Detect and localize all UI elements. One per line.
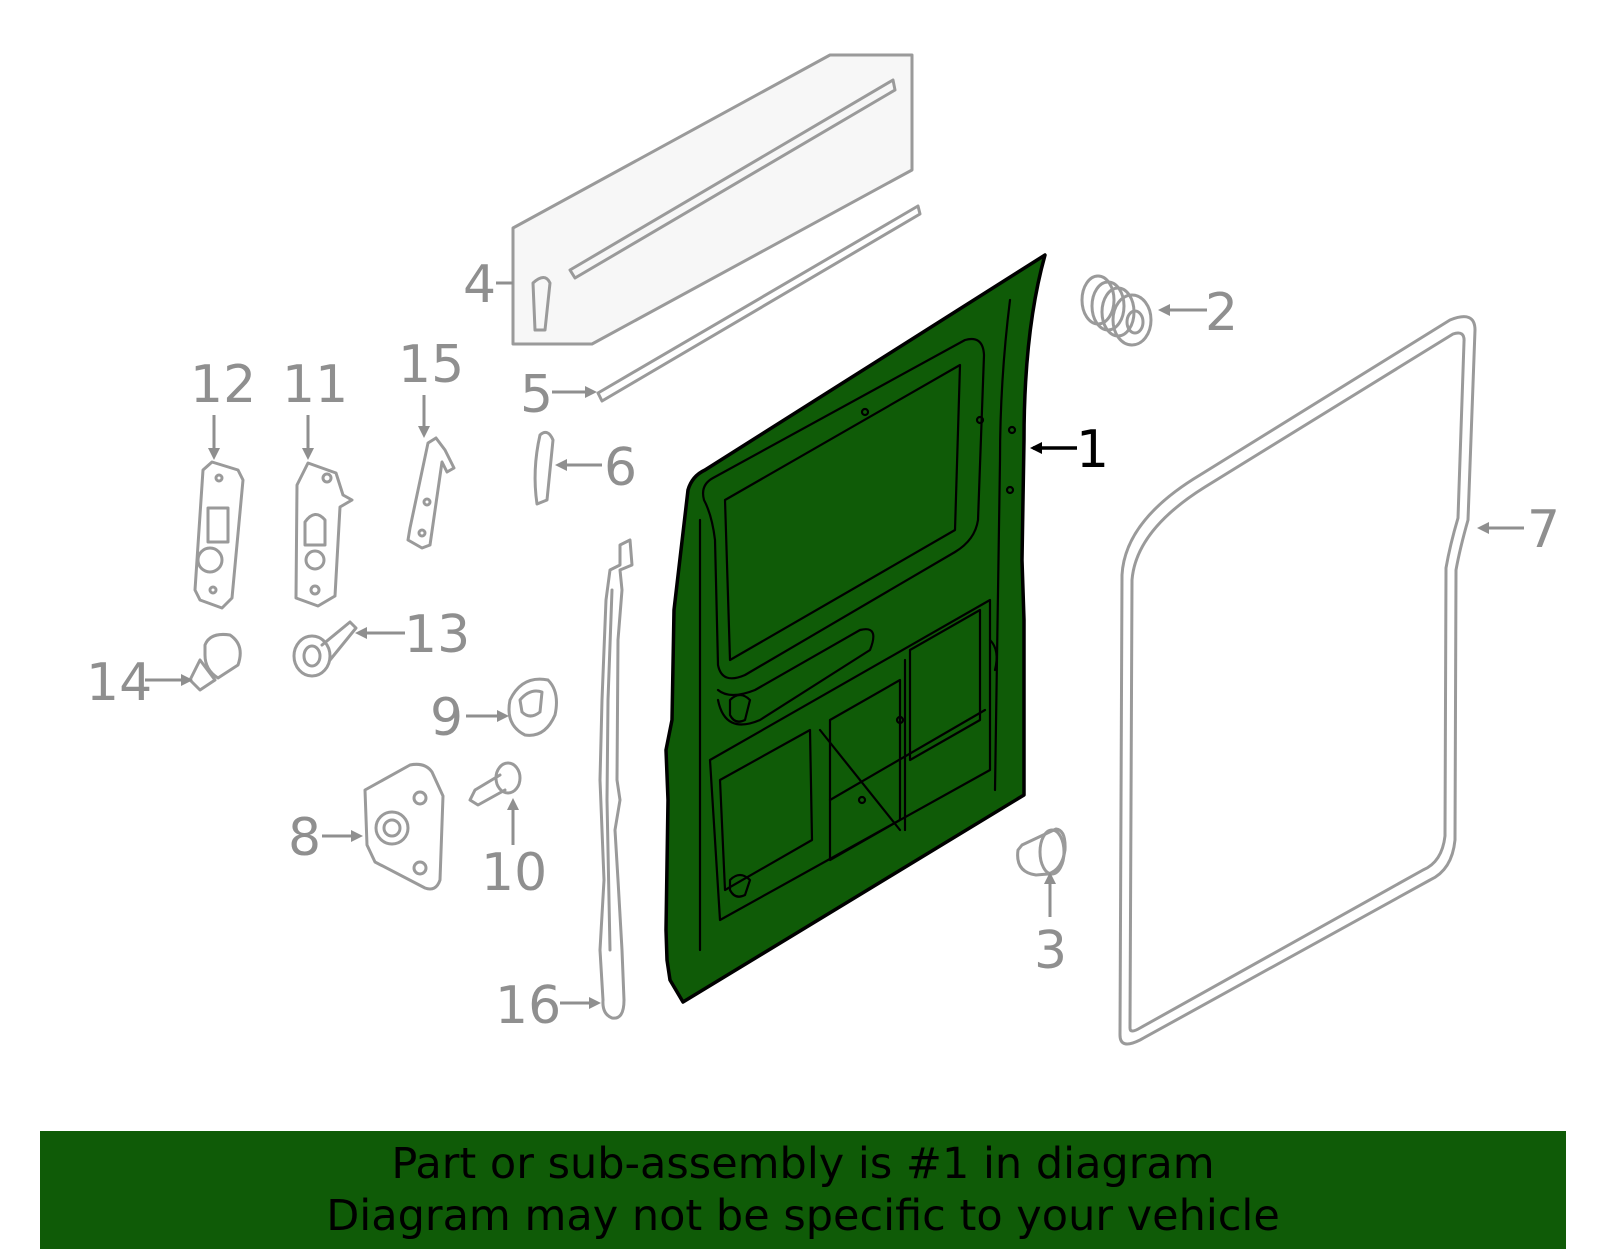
callout-2: 2	[1205, 283, 1238, 343]
callout-labels: 1 2 3 4 5 6 7 8 9 10 11 12 13 14 15 16	[86, 255, 1560, 1036]
part-3-bumper	[1016, 827, 1067, 877]
banner-line-1: Part or sub-assembly is #1 in diagram	[391, 1139, 1215, 1189]
part-9-plug	[507, 677, 558, 737]
part-15-bracket	[406, 436, 456, 550]
callout-6: 6	[604, 438, 637, 498]
part-4-window-panel	[511, 53, 914, 346]
part-6-clip	[533, 430, 555, 506]
part-13-bolt	[292, 620, 358, 678]
callout-11: 11	[282, 355, 348, 415]
callout-13: 13	[404, 605, 470, 665]
leader-lines	[145, 281, 1524, 1009]
part-1-sliding-door	[664, 253, 1047, 1004]
callout-7: 7	[1527, 500, 1560, 560]
door-shell	[664, 253, 1047, 1004]
callout-12: 12	[190, 355, 256, 415]
part-12-latch	[193, 460, 245, 610]
callout-8: 8	[288, 808, 321, 868]
part-10-bolt	[468, 761, 522, 807]
part-8-hinge-plate	[363, 762, 445, 891]
part-14-stud	[188, 633, 242, 692]
callout-4: 4	[463, 255, 496, 315]
callout-1: 1	[1076, 420, 1109, 480]
part-5-moulding-strip	[596, 204, 922, 403]
part-2-grommet	[1080, 274, 1153, 347]
part-11-latch	[294, 461, 354, 608]
banner-line-2: Diagram may not be specific to your vehi…	[326, 1191, 1280, 1241]
callout-15: 15	[398, 335, 464, 395]
part-16-seal-strip	[598, 538, 634, 1020]
callout-14: 14	[86, 653, 152, 713]
part-7-weatherstrip	[1118, 315, 1477, 1046]
callout-10: 10	[481, 843, 547, 903]
callout-9: 9	[430, 688, 463, 748]
callout-3: 3	[1034, 921, 1067, 981]
info-banner: Part or sub-assembly is #1 in diagram Di…	[40, 1131, 1566, 1249]
callout-5: 5	[520, 365, 553, 425]
callout-16: 16	[495, 976, 561, 1036]
